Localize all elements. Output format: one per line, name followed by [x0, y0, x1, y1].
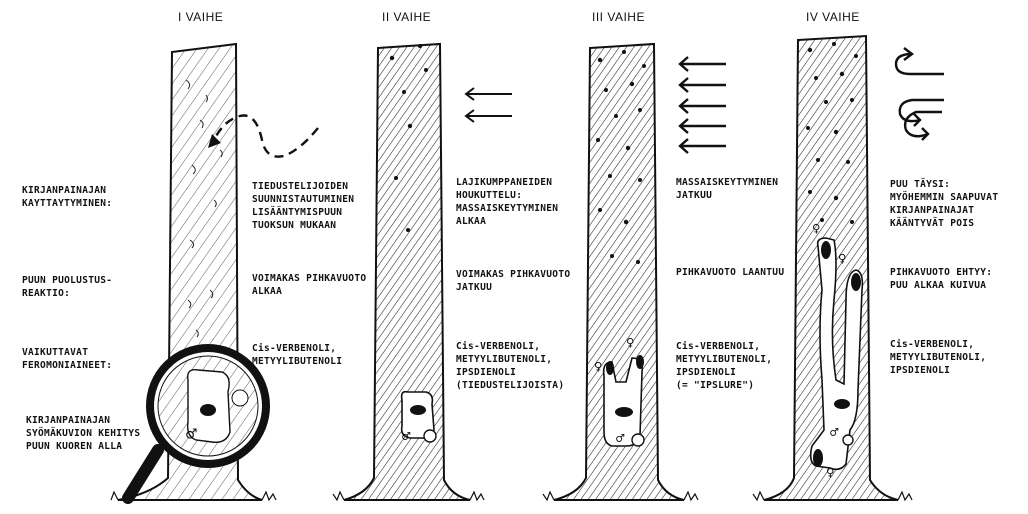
female-symbol-phase-3-left: ♀	[594, 360, 603, 374]
phase-1-defence: VOIMAKAS PIHKAVUOTO ALKAA	[252, 272, 366, 298]
phase-1-pheromones: Cis-VERBENOLI, METYYLIBUTENOLI	[252, 342, 342, 368]
row-label-pheromones: VAIKUTTAVAT FEROMONIAINEET:	[22, 346, 162, 372]
phase-2-defence: VOIMAKAS PIHKAVUOTO JATKUU	[456, 268, 570, 294]
attraction-arrows-phase-3	[680, 57, 726, 153]
female-symbol-phase-4-mid: ♀	[838, 252, 847, 266]
row-label-gallery: KIRJANPAINAJAN SYÖMÄKUVION KEHITYS PUUN …	[26, 414, 166, 453]
phase-2-pheromones: Cis-VERBENOLI, METYYLIBUTENOLI, IPSDIENO…	[456, 340, 564, 392]
female-symbol-phase-4-top: ♀	[812, 222, 821, 236]
phase-1-behaviour: TIEDUSTELIJOIDEN SUUNNISTAUTUMINEN LISÄÄ…	[252, 180, 354, 232]
male-symbol-magnifier: ♂	[186, 426, 197, 444]
phase-3-behaviour: MASSAISKEYTYMINEN JATKUU	[676, 176, 778, 202]
row-label-behaviour: KIRJANPAINAJAN KAYTTAYTYMINEN:	[22, 184, 162, 210]
female-symbol-phase-4-bottom: ♀	[826, 466, 835, 480]
attraction-arrows-phase-2	[466, 88, 512, 122]
female-symbol-phase-3-right: ♀	[626, 336, 635, 350]
phase-4-behaviour: PUU TÄYSI: MYÖHEMMIN SAAPUVAT KIRJANPAIN…	[890, 178, 998, 230]
male-symbol-phase-3: ♂	[616, 432, 625, 446]
row-label-defence: PUUN PUOLUSTUS- REAKTIO:	[22, 274, 162, 300]
turning-away-arrows	[896, 48, 944, 140]
male-symbol-phase-4: ♂	[830, 426, 839, 440]
phase-2-behaviour: LAJIKUMPPANEIDEN HOUKUTTELU: MASSAISKEYT…	[456, 176, 558, 228]
male-symbol-phase-2: ♂	[402, 430, 411, 444]
phase-3-defence: PIHKAVUOTO LAANTUU	[676, 266, 784, 279]
phase-3-pheromones: Cis-VERBENOLI, METYYLIBUTENOLI, IPSDIENO…	[676, 340, 772, 392]
phase-4-pheromones: Cis-VERBENOLI, METYYLIBUTENOLI, IPSDIENO…	[890, 338, 986, 377]
phase-4-defence: PIHKAVUOTO EHTYY: PUU ALKAA KUIVUA	[890, 266, 992, 292]
